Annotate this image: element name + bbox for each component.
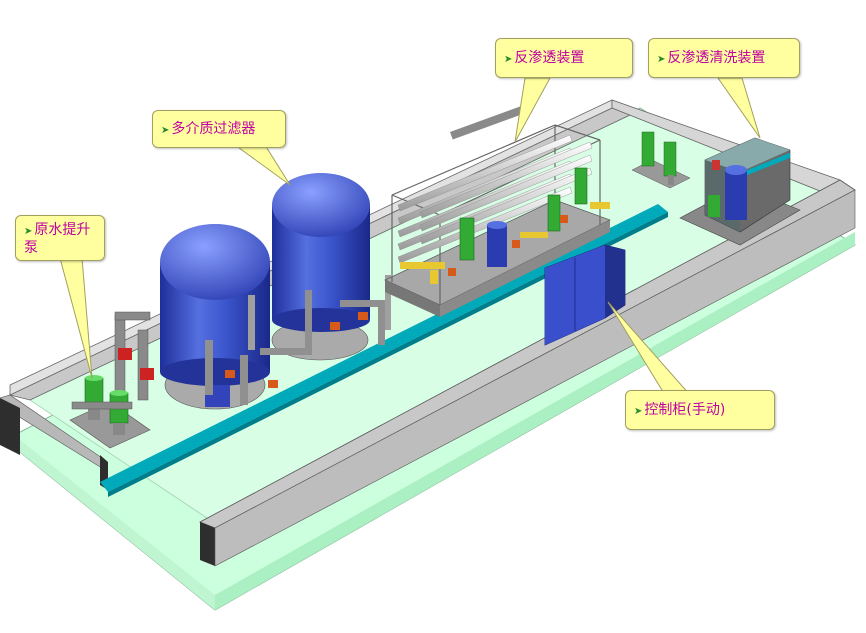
ro-high-pressure-pump-icon [459, 167, 588, 261]
label-raw-water-pump: ➤原水提升泵 [15, 215, 105, 261]
green-triangle-arrow-icon: ➤ [161, 125, 170, 136]
label-text: 原水提升泵 [24, 222, 91, 256]
control-cabinet [544, 244, 626, 346]
green-triangle-arrow-icon: ➤ [504, 54, 513, 65]
drainage-trench [100, 204, 668, 497]
green-triangle-arrow-icon: ➤ [24, 226, 33, 237]
callout-pointers [59, 77, 761, 396]
green-triangle-arrow-icon: ➤ [634, 406, 643, 417]
ro-cleaning-skid [679, 137, 801, 246]
multimedia-filter-tank-2 [271, 173, 370, 361]
label-multimedia-filter: ➤多介质过滤器 [152, 110, 286, 148]
reverse-osmosis-skid [384, 104, 611, 317]
ro-cartridge-filter [487, 221, 507, 267]
label-text: 控制柜(手动) [644, 402, 726, 418]
green-triangle-arrow-icon: ➤ [657, 54, 666, 65]
cleaning-pumps [631, 131, 691, 189]
label-ro-unit: ➤反渗透装置 [495, 38, 633, 78]
label-ro-cleaning-unit: ➤反渗透清洗装置 [648, 38, 800, 78]
raw-water-pump-icon [109, 390, 129, 435]
filter-piping [205, 275, 391, 405]
raw-water-pump-skid [69, 311, 154, 449]
cleaning-tank [725, 165, 747, 220]
label-text: 多介质过滤器 [171, 121, 256, 137]
label-text: 反渗透装置 [514, 50, 585, 66]
label-control-cabinet: ➤控制柜(手动) [625, 390, 775, 430]
label-text: 反渗透清洗装置 [667, 50, 766, 66]
ro-membrane-tubes [397, 134, 593, 264]
